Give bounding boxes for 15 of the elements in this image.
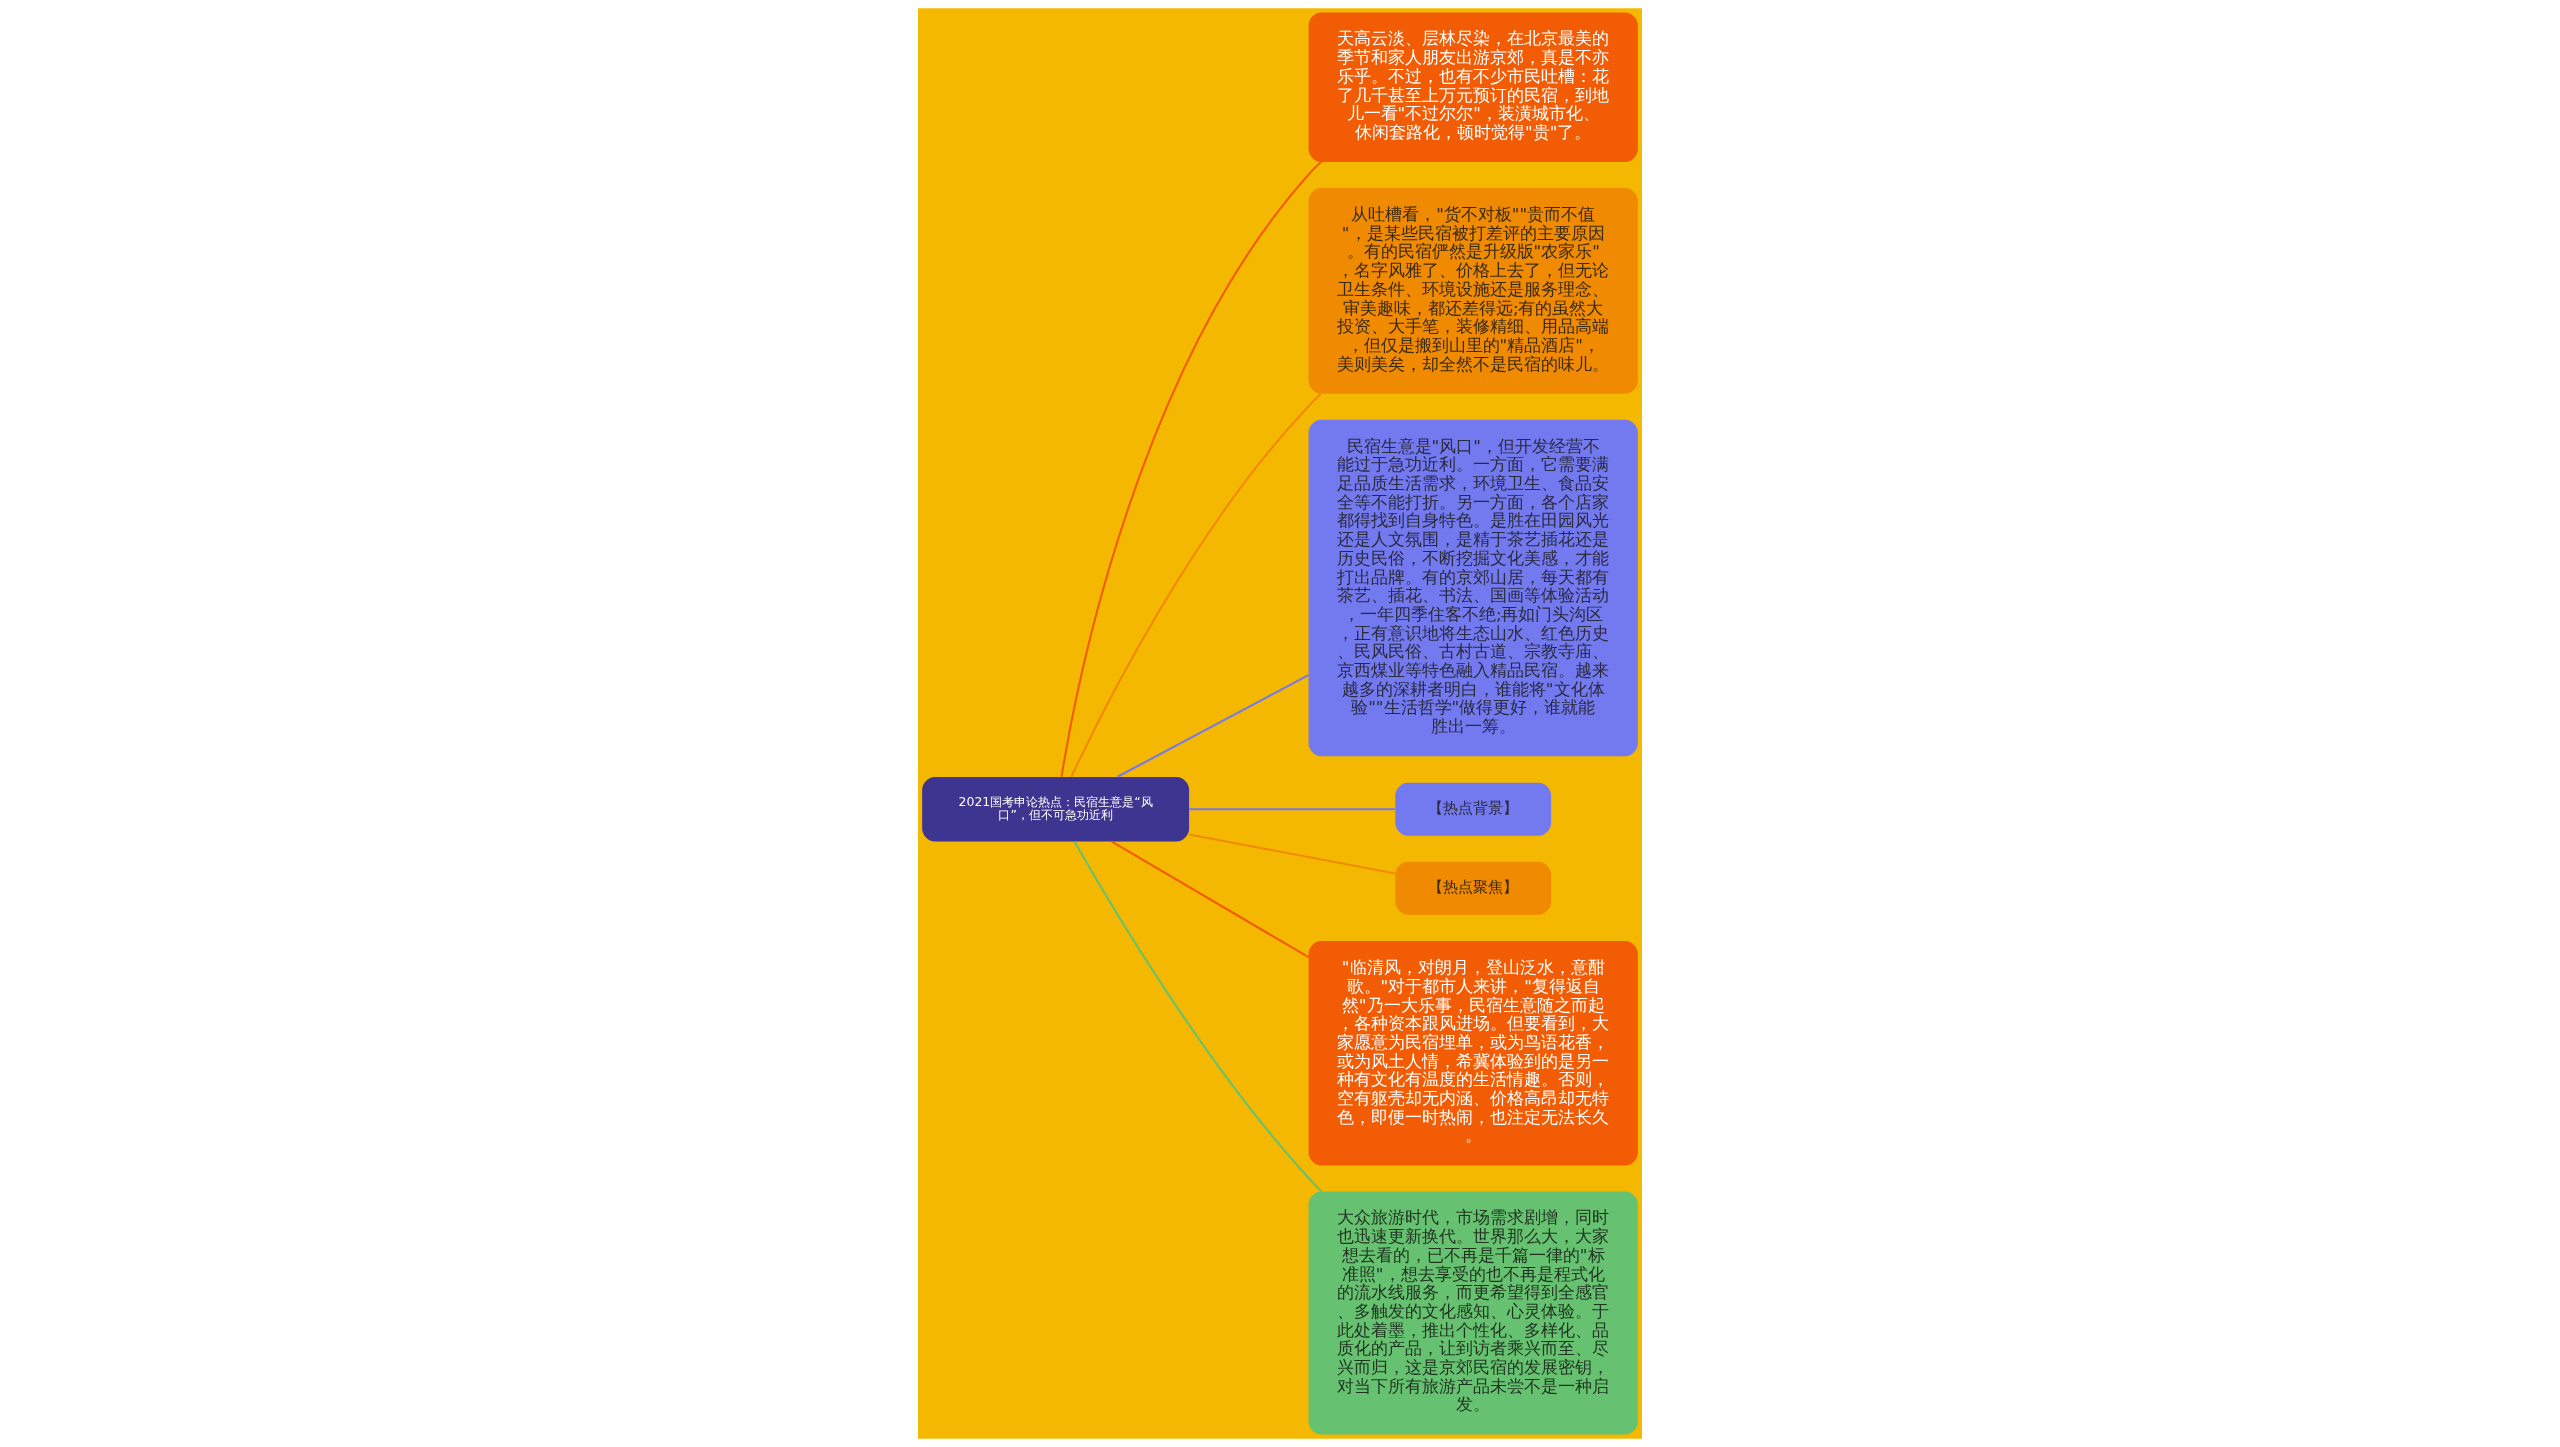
- connector: [1073, 840, 1323, 1193]
- node-box: 民宿生意是"风口"，但开发经营不能过于急功近利。一方面，它需要满足品质生活需求，环境卫生、食品安全等不能打折。另一方面，各个店家都得找到自身特色。是胜在田园风光还是人文氛围，是精于茶艺插花还是历史民俗，不断挖掘文化美感，才能打出品牌。有的京郊山居，每天都有茶艺、插花、书法、国画等体验活动，一年四季住客不绝;再如门头沟区，正有意识地将生态山水、红色历史、民风民俗、古村古道、宗教寺庙、京西煤业等特色融入精品民宿。越来越多的深耕者明白，谁能将"文化体验""生活哲学"做得更好，谁就能胜出一筹。: [1308, 419, 1638, 757]
- node-box: 【热点背景】: [1395, 782, 1552, 836]
- node-box: "临清风，对朗月，登山泛水，意酣歌。"对于都市人来讲，"复得返自然"乃一大乐事，民宿生意随之而起，各种资本跟风进场。但要看到，大家愿意为民宿埋单，或为鸟语花香，或为风土人情，希冀体验到的是另一种有文化有温度的生活情趣。否则，空有躯壳却无内涵、价格高昂却无特色，即便一时热闹，也注定无法长久。: [1308, 941, 1638, 1166]
- connector: [1111, 840, 1310, 959]
- node-box: 大众旅游时代，市场需求剧增，同时也迅速更新换代。世界那么大，大家想去看的，已不再是千篇一律的"标准照"，想去享受的也不再是程式化的流水线服务，而更希望得到全感官、多触发的文化感知、心灵体验。于此处着墨，推出个性化、多样化、品质化的产品，让到访者乘兴而至、尽兴而归，这是京郊民宿的发展密钥，对当下所有旅游产品未尝不是一种启发。: [1308, 1191, 1638, 1435]
- connector: [1060, 161, 1322, 777]
- node-box: 2021国考申论热点：民宿生意是“风口”，但不可急功近利: [922, 777, 1190, 842]
- connector: [1189, 833, 1396, 875]
- node-box: 天高云淡、层林尽染，在北京最美的季节和家人朋友出游京郊，真是不亦乐乎。不过，也有不少市民吐槽：花了几千甚至上万元预订的民宿，到地儿一看"不过尔尔"，装潢城市化、休闲套路化，顿时觉得"贵"了。: [1308, 12, 1638, 163]
- connector: [1117, 674, 1309, 778]
- connector: [1189, 808, 1396, 811]
- node-box: 【热点聚焦】: [1395, 861, 1552, 915]
- connector: [1070, 393, 1322, 778]
- node-box: 从吐槽看，"货不对板""贵而不值"，是某些民宿被打差评的主要原因。有的民宿俨然是升级版"农家乐"，名字风雅了、价格上去了，但无论卫生条件、环境设施还是服务理念、审美趣味，都还差得远;有的虽然大投资、大手笔，装修精细、用品高端，但仅是搬到山里的"精品酒店"，美则美矣，却全然不是民宿的味儿。: [1308, 188, 1638, 394]
